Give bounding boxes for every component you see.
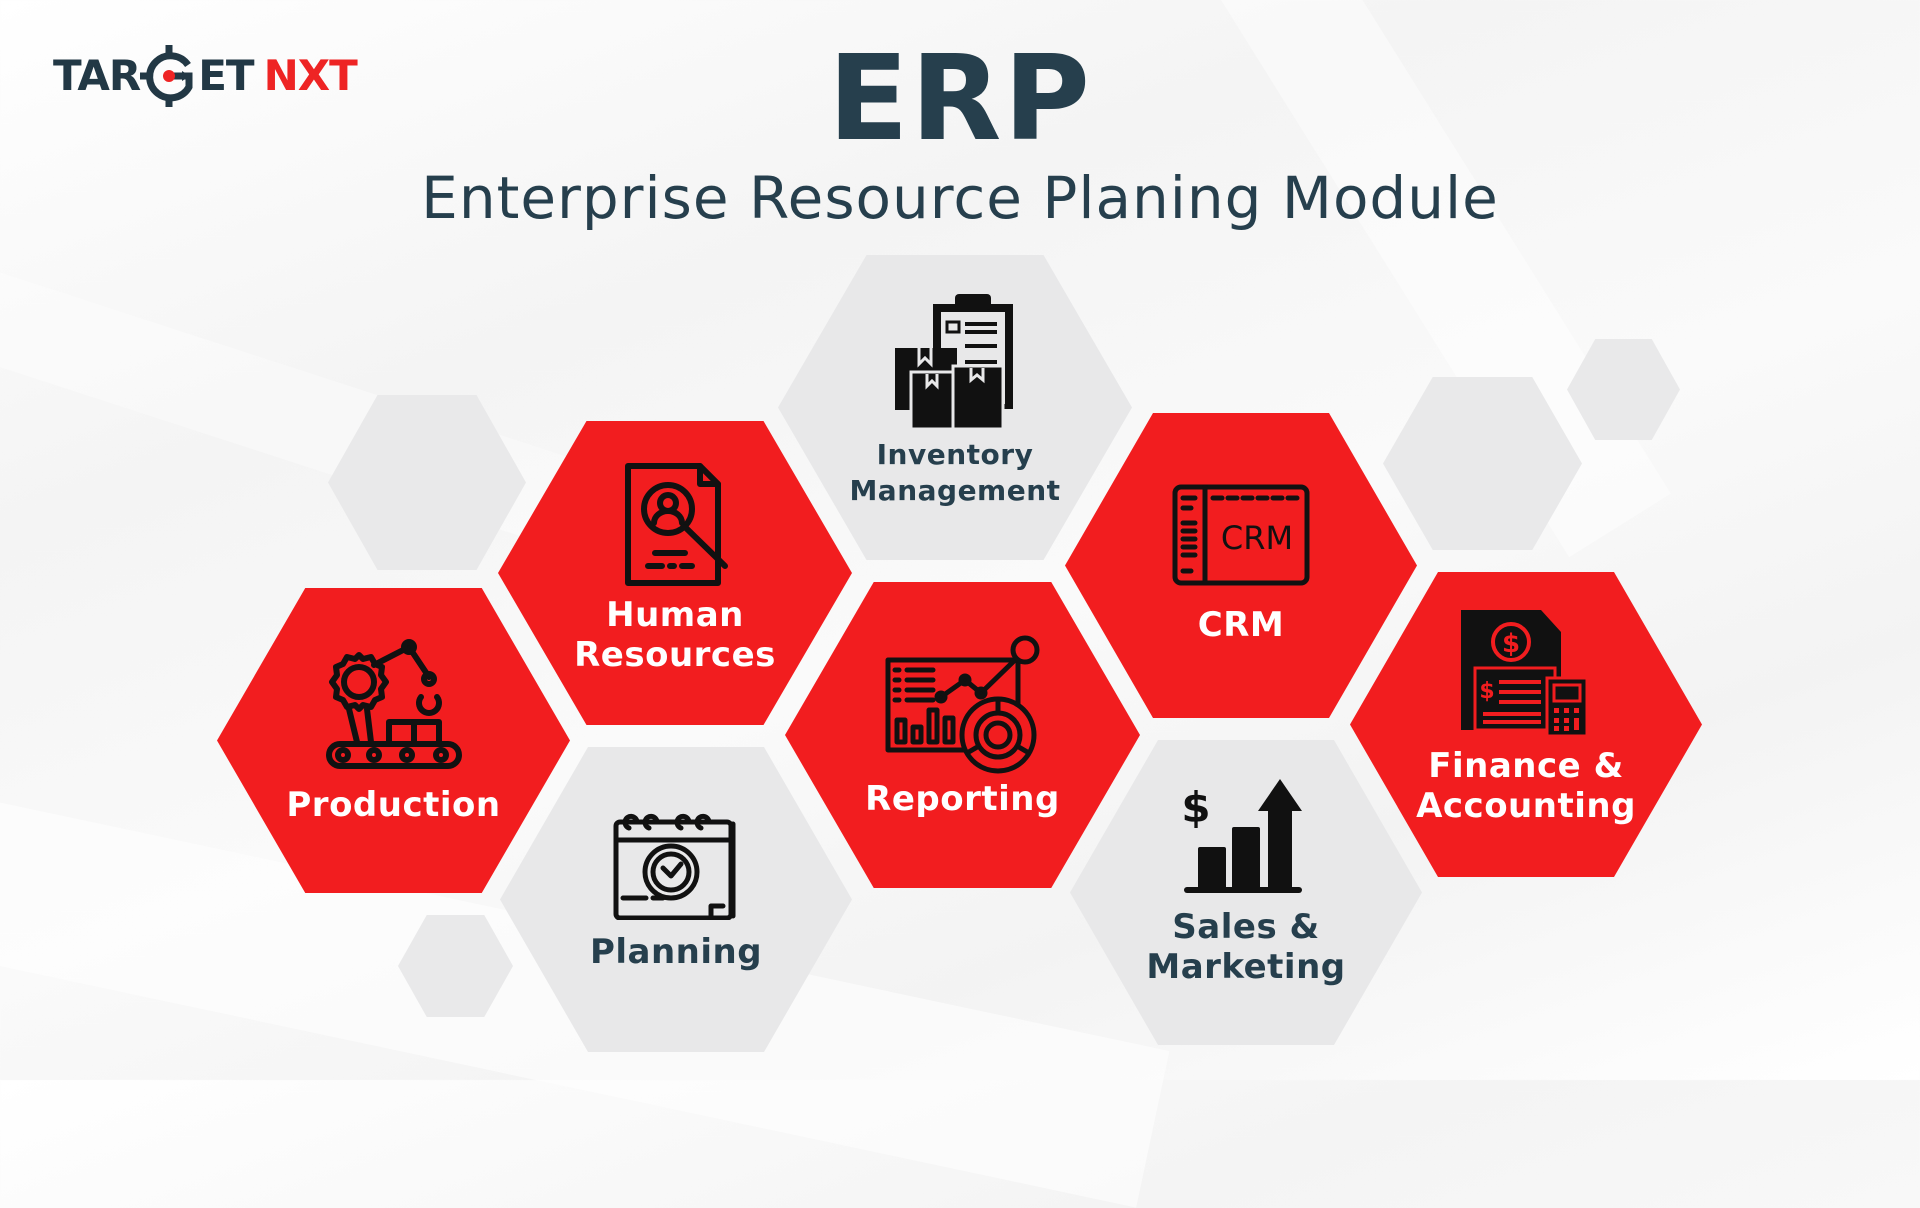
logo-text-nxt: NXT bbox=[263, 51, 358, 100]
module-label-production: Production bbox=[286, 784, 501, 825]
dashboard-chart-icon bbox=[885, 635, 1039, 774]
svg-text:$: $ bbox=[1184, 783, 1211, 832]
page-subtitle: Enterprise Resource Planing Module bbox=[421, 164, 1499, 232]
brand-logo: TAR ET NXT bbox=[53, 43, 358, 109]
module-label-reporting: Reporting bbox=[865, 779, 1060, 819]
crm-window-icon: CRM bbox=[1172, 484, 1310, 585]
logo-text-part1: TAR bbox=[53, 51, 141, 100]
module-label-inventory-management: Inventory Management bbox=[849, 438, 1061, 507]
module-label-crm: CRM bbox=[1197, 604, 1285, 645]
module-hexagon-finance-accounting: $ $ Finance & Accounting bbox=[1350, 572, 1702, 877]
module-hexagon-inventory-management: Inventory Management bbox=[778, 255, 1132, 560]
invoice-calculator-icon: $ $ bbox=[1461, 609, 1589, 737]
module-hexagon-reporting: Reporting bbox=[785, 582, 1140, 888]
page-title: ERP bbox=[828, 29, 1092, 167]
module-hexagon-human-resources: Human Resources bbox=[498, 421, 852, 725]
crm-icon-text: CRM bbox=[1221, 519, 1293, 557]
robotic-arm-conveyor-icon bbox=[325, 638, 462, 769]
module-label-planning: Planning bbox=[589, 931, 763, 972]
module-hexagon-sales-marketing: $ Sales & Marketing bbox=[1070, 740, 1422, 1045]
module-hexagon-production: Production bbox=[217, 588, 570, 893]
module-hexagon-planning: Planning bbox=[500, 747, 852, 1052]
target-crosshair-icon bbox=[140, 45, 193, 107]
dollar-growth-chart-icon: $ bbox=[1183, 778, 1302, 893]
logo-text-part2: ET bbox=[198, 51, 254, 100]
clipboard-boxes-icon bbox=[895, 294, 1013, 429]
module-label-sales-marketing: Sales & Marketing bbox=[1146, 906, 1346, 987]
decorative-hexagon bbox=[1567, 339, 1680, 440]
module-label-finance-accounting: Finance & Accounting bbox=[1416, 745, 1636, 826]
calendar-clock-icon bbox=[613, 813, 736, 920]
document-search-person-icon bbox=[625, 463, 728, 586]
svg-text:$: $ bbox=[1502, 629, 1520, 659]
module-label-human-resources: Human Resources bbox=[574, 595, 776, 675]
svg-text:$: $ bbox=[1479, 679, 1494, 704]
module-hexagon-crm: CRM CRM bbox=[1065, 413, 1417, 718]
